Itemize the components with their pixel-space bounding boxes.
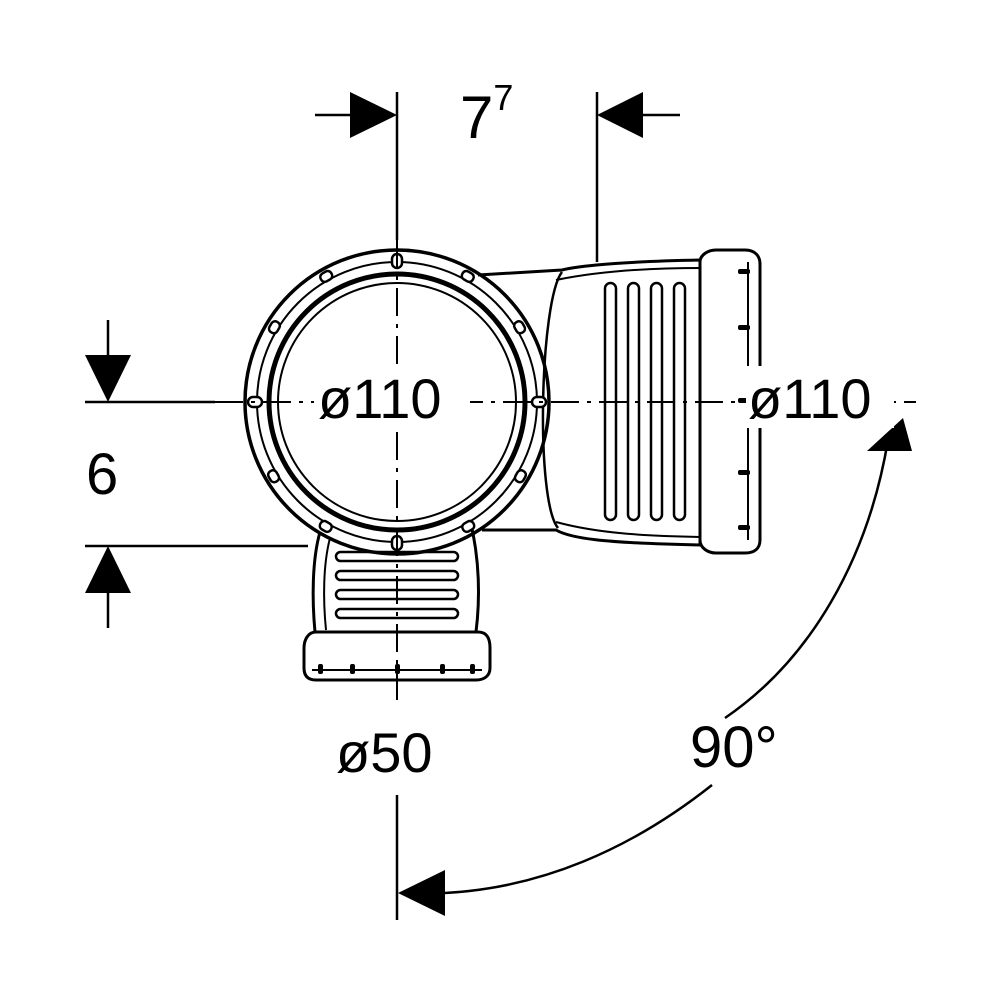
side-branch-inner-edge-bottom — [555, 521, 701, 538]
angle-arc-lower — [444, 784, 713, 895]
horizontal-offset-value: 7 — [460, 84, 493, 151]
vertical-offset-dimension: 6 — [85, 320, 308, 628]
bottom-branch-right-edge — [468, 519, 480, 633]
bottom-socket-teeth — [318, 664, 475, 674]
main-socket-teeth — [246, 252, 548, 552]
bottom-inlet-diameter-label: ø50 — [336, 721, 433, 784]
bottom-branch-inner-left — [323, 537, 331, 631]
main-diameter-label-backdrop — [314, 366, 470, 428]
angle-dimension: 90° — [395, 418, 912, 920]
bottom-branch-left-edge — [311, 531, 322, 633]
horizontal-offset-superscript: 7 — [493, 77, 513, 118]
angle-label: 90° — [690, 715, 778, 780]
vertical-offset-label: 6 — [86, 442, 118, 507]
arrowhead-up-pointing — [85, 546, 131, 593]
arrowhead-down-pointing — [85, 355, 131, 402]
angle-arrowhead-left — [398, 870, 445, 916]
arrowhead-right-pointing — [350, 92, 397, 138]
bottom-socket-flange — [302, 630, 492, 682]
angle-arc-upper — [724, 439, 890, 720]
angle-arrowhead-up — [867, 418, 912, 451]
horizontal-offset-dimension: 77 — [315, 77, 680, 262]
rib — [334, 607, 460, 620]
horizontal-offset-label: 77 — [460, 77, 513, 151]
main-inlet-diameter-label: ø110 — [318, 367, 441, 430]
arrowhead-left-pointing — [597, 92, 643, 138]
side-socket-flange — [698, 248, 762, 555]
side-branch-inner-edge-top — [555, 267, 701, 281]
side-diameter-label-backdrop — [746, 366, 894, 428]
side-outlet-diameter-label: ø110 — [748, 367, 871, 430]
side-socket-teeth — [738, 269, 750, 530]
